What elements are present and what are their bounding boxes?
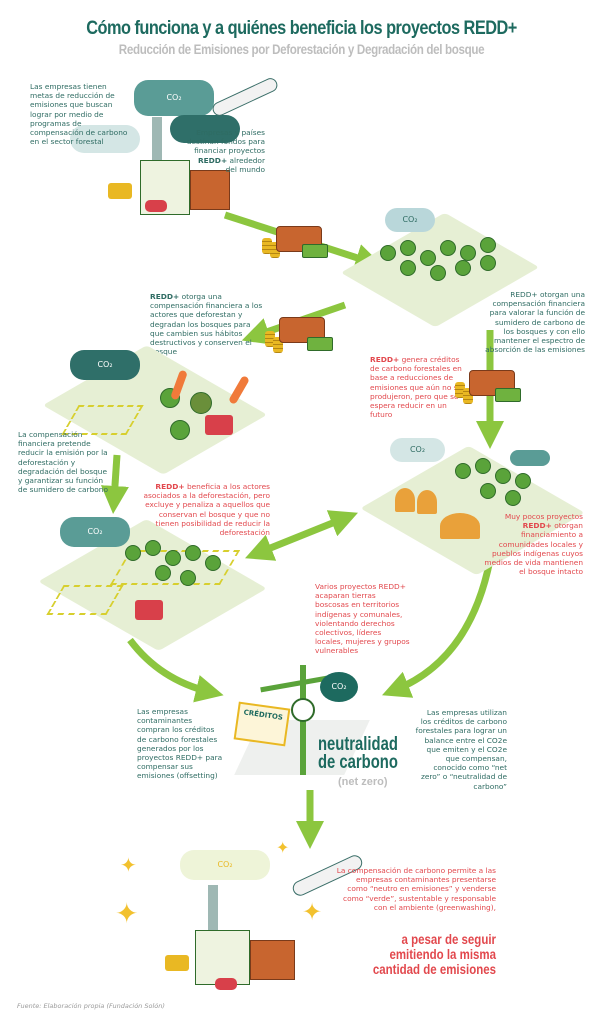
truck-icon: [108, 183, 132, 199]
hut-icon: [395, 488, 415, 512]
text-compran: Las empresas contaminantes compran los c…: [137, 707, 223, 781]
credits-certificate: CRÉDITOS: [233, 701, 291, 747]
sparkle-icon: ✦: [115, 897, 139, 930]
arrow-curve-right: [382, 559, 494, 698]
text-empresas-fondos: Empresas y países destinan fondos para f…: [186, 128, 265, 174]
arrow-curve-left: [127, 637, 224, 703]
text-utilizan: Las empresas utilizan los créditos de ca…: [415, 708, 507, 791]
farm-forest-illustration: CO₂: [35, 505, 267, 652]
text-comp-pretende: La compensación financiera pretende redu…: [18, 430, 108, 495]
text-varios: Varios proyectos REDD+ acaparan tierras …: [315, 582, 410, 656]
tractor-icon: [135, 600, 163, 620]
sparkle-icon: ✦: [276, 838, 290, 857]
sparkle-icon: ✦: [302, 898, 323, 926]
text-a-pesar: a pesar de seguir emitiendo la misma can…: [372, 931, 496, 977]
deforestation-illustration: CO₂: [40, 330, 268, 475]
carbon-scale-illustration: CRÉDITOS CO₂: [232, 660, 377, 775]
truck-icon: [165, 955, 189, 971]
money-briefcase-1: [262, 222, 332, 262]
gauge-icon: [291, 698, 315, 722]
page-subtitle: Reducción de Emisiones por Deforestación…: [118, 42, 485, 57]
text-empresas-metas: Las empresas tienen metas de reducción d…: [30, 82, 128, 147]
source-footer: Fuente: Elaboración propia (Fundación So…: [17, 1002, 165, 1010]
car-icon: [145, 200, 167, 212]
text-otorga-comp: REDD+ otorga una compensación financiera…: [150, 292, 263, 357]
text-greenwashing: La compensación de carbono permite a las…: [336, 866, 496, 912]
forest-illustration: CO₂: [340, 205, 540, 328]
double-arrow: [245, 510, 358, 561]
text-otorgan-comp: REDD+ otorgan una compensación financier…: [485, 290, 585, 355]
village-illustration: CO₂: [355, 428, 585, 576]
sparkle-icon: ✦: [120, 853, 137, 877]
page-title: Cómo funciona y a quiénes beneficia los …: [86, 18, 517, 39]
co2-cloud: CO₂: [134, 80, 214, 116]
money-briefcase-3: [455, 368, 525, 408]
money-briefcase-2: [265, 313, 335, 358]
text-muy-pocos: Muy pocos proyectos REDD+ otorgan financ…: [484, 512, 583, 577]
text-beneficia: REDD+ beneficia a los actores asociados …: [143, 482, 271, 538]
text-genera: REDD+ genera créditos de carbono foresta…: [370, 355, 463, 420]
tractor-icon: [205, 415, 233, 435]
arrow-down-left: [100, 454, 129, 514]
car-icon: [215, 978, 237, 990]
net-zero-label: (net zero): [338, 776, 388, 788]
factory-illustration-bottom: CO₂ ✦ ✦ ✦ ✦: [110, 838, 365, 995]
factory-illustration-top: CO₂: [60, 75, 280, 220]
airplane-icon: [210, 75, 280, 119]
co2-weight: CO₂: [320, 672, 358, 702]
